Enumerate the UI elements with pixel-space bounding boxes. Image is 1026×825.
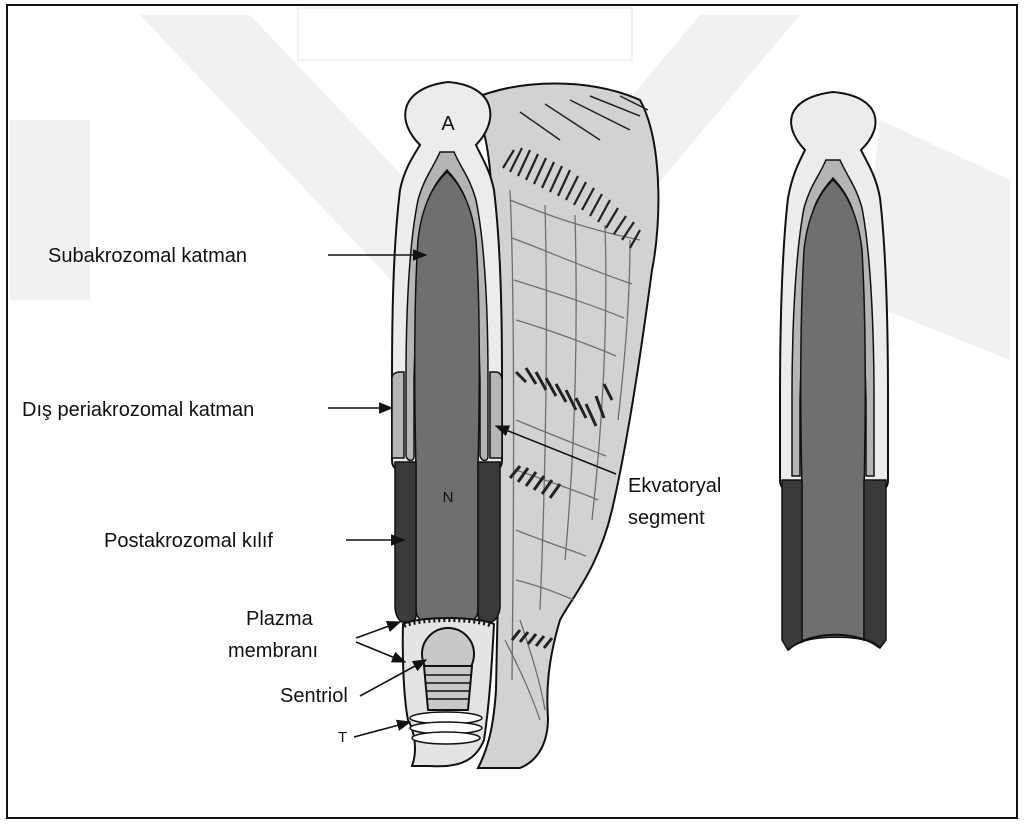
- centriole-base: [424, 666, 472, 710]
- blank-box: [298, 8, 632, 60]
- arrow-plasma-membrane-1: [356, 622, 400, 638]
- tail-letter: T: [338, 729, 347, 746]
- label-subacrosomal-layer: Subakrozomal katman: [48, 245, 247, 267]
- arrow-tail: [354, 722, 410, 737]
- tail-rings: [410, 712, 482, 744]
- arrow-plasma-membrane-2: [356, 642, 405, 662]
- label-equatorial-segment-2: segment: [628, 507, 705, 529]
- label-plasma-membrane-2: membranı: [228, 640, 318, 662]
- nucleus: [415, 172, 480, 622]
- right-nucleus: [801, 180, 866, 642]
- nucleus-letter: N: [443, 489, 454, 506]
- label-outer-periacrosomal-layer: Dış periakrozomal katman: [22, 399, 254, 421]
- acrosome-letter: A: [441, 113, 455, 135]
- label-equatorial-segment-1: Ekvatoryal: [628, 475, 721, 497]
- label-centriole: Sentriol: [280, 685, 348, 707]
- label-postacrosomal-sheath: Postakrozomal kılıf: [104, 530, 273, 552]
- label-plasma-membrane-1: Plazma: [246, 608, 314, 630]
